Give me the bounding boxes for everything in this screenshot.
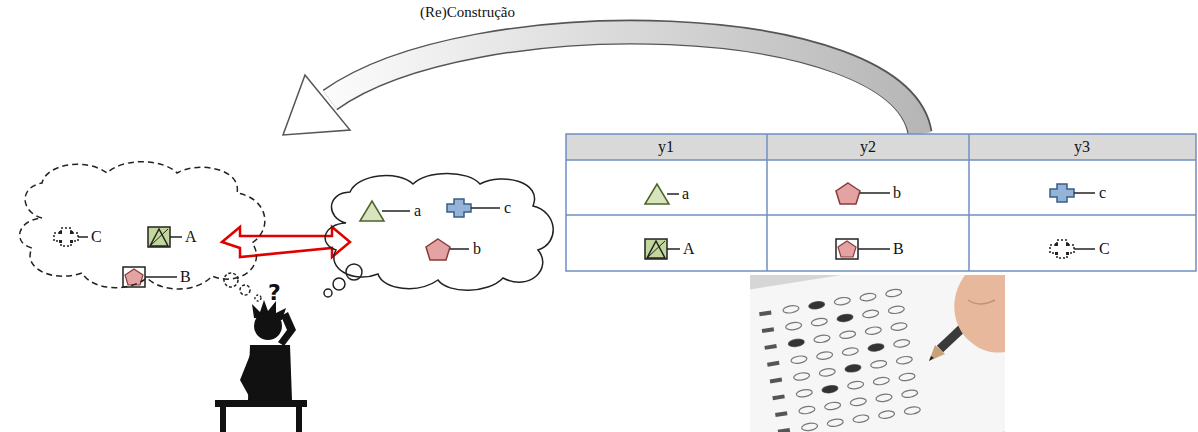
table-icons	[645, 183, 1095, 259]
table-cell: b	[893, 184, 901, 202]
answer-sheet-photo	[750, 275, 1005, 432]
arrow-label: (Re)Construção	[420, 4, 515, 21]
table-cell: a	[682, 185, 689, 203]
curved-arrow	[283, 32, 920, 135]
table-cell: B	[893, 240, 904, 258]
table-grid	[566, 134, 1196, 271]
concept-letter: A	[185, 228, 197, 246]
cloud-outline	[318, 168, 558, 293]
thought-cloud: a c b	[318, 168, 558, 293]
concept-letter: B	[180, 268, 191, 286]
table-cell: y1	[658, 138, 674, 156]
table-cell: A	[683, 240, 695, 258]
concept-icons	[54, 199, 500, 287]
table-cell: y2	[860, 138, 876, 156]
table-cell: c	[1099, 184, 1106, 202]
concept-letter: c	[504, 199, 511, 217]
cloud-outline	[12, 158, 274, 293]
concept-letter: b	[473, 240, 481, 258]
thinking-person	[215, 264, 362, 432]
concept-letter: a	[414, 202, 421, 220]
table-cell: C	[1099, 240, 1110, 258]
thought-cloud: C A B	[12, 158, 274, 293]
table-cell: y3	[1074, 138, 1090, 156]
double-arrow	[222, 227, 350, 257]
question-mark: ?	[268, 280, 281, 305]
concept-letter: C	[91, 228, 102, 246]
